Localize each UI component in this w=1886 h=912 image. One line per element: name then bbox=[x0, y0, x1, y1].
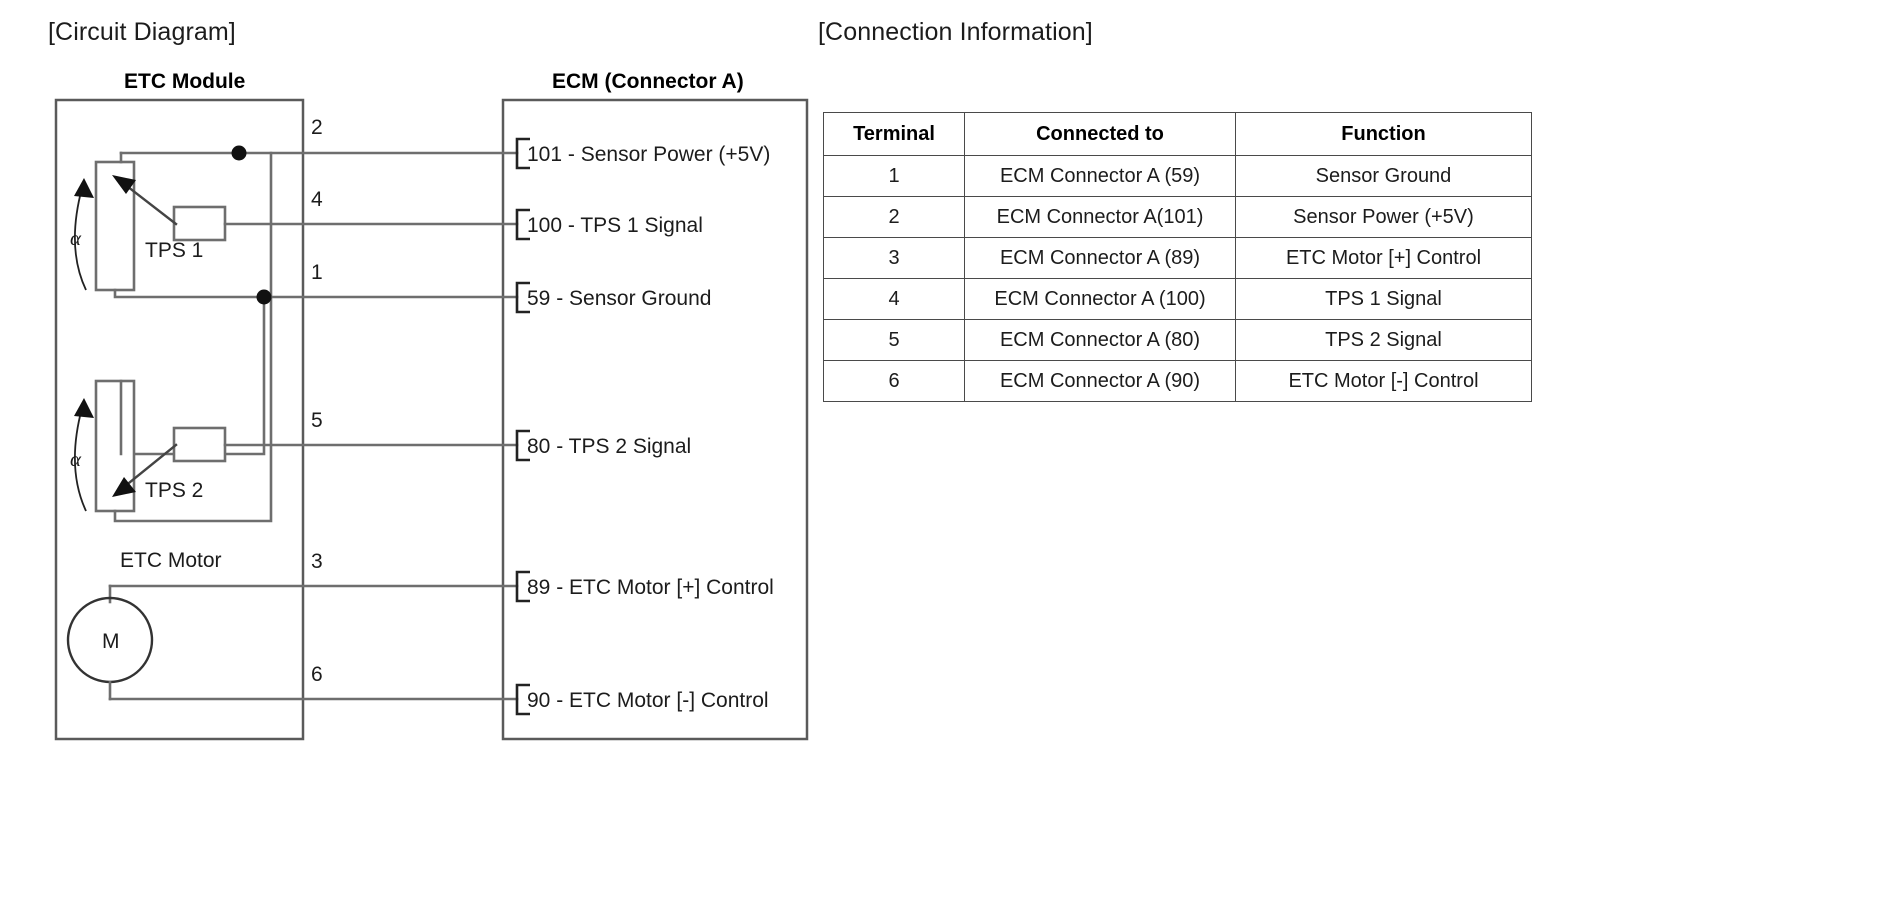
wire-tps1-bar-bottom-lead bbox=[113, 288, 266, 299]
ecm-pin-label-101: 101 - Sensor Power (+5V) bbox=[527, 143, 770, 166]
terminal-bracket-90 bbox=[515, 683, 530, 716]
cell-connected-to: ECM Connector A(101) bbox=[964, 196, 1236, 238]
tps1-wiper-box bbox=[172, 205, 227, 242]
ecm-connector-enclosure bbox=[501, 98, 809, 741]
cell-function: TPS 2 Signal bbox=[1235, 319, 1532, 361]
wire-terminal-number-2: 2 bbox=[311, 116, 323, 139]
cell-terminal: 4 bbox=[823, 278, 965, 320]
terminal-bracket-59 bbox=[515, 281, 530, 314]
wire-terminal-number-4: 4 bbox=[311, 188, 323, 211]
tps1-label: TPS 1 bbox=[145, 239, 203, 262]
junction-dot-sensor-ground bbox=[256, 289, 272, 305]
wire-terminal-number-5: 5 bbox=[311, 409, 323, 432]
table-row: 6 ECM Connector A (90) ETC Motor [-] Con… bbox=[823, 360, 1532, 402]
table-row: 4 ECM Connector A (100) TPS 1 Signal bbox=[823, 278, 1532, 320]
etc-module-enclosure bbox=[54, 98, 305, 741]
cell-terminal: 2 bbox=[823, 196, 965, 238]
wire-terminal-number-1: 1 bbox=[311, 261, 323, 284]
cell-terminal: 1 bbox=[823, 155, 965, 197]
tps2-wiper-box bbox=[172, 426, 227, 463]
table-row: 3 ECM Connector A (89) ETC Motor [+] Con… bbox=[823, 237, 1532, 279]
tps1-angle-symbol: α bbox=[70, 226, 82, 250]
ecm-pin-label-80: 80 - TPS 2 Signal bbox=[527, 435, 691, 458]
tps2-wiper-arm bbox=[122, 443, 178, 489]
cell-function: ETC Motor [+] Control bbox=[1235, 237, 1532, 279]
cell-terminal: 3 bbox=[823, 237, 965, 279]
wire-tps2-bar-bottom-lead bbox=[113, 151, 273, 523]
cell-connected-to: ECM Connector A (59) bbox=[964, 155, 1236, 197]
cell-connected-to: ECM Connector A (100) bbox=[964, 278, 1236, 320]
cell-function: Sensor Power (+5V) bbox=[1235, 196, 1532, 238]
tps2-wiper-arrowhead bbox=[112, 477, 136, 497]
wire-tps2-ground-drop bbox=[119, 295, 266, 456]
connection-information-table: Terminal Connected to Function 1 ECM Con… bbox=[823, 112, 1532, 402]
cell-connected-to: ECM Connector A (90) bbox=[964, 360, 1236, 402]
wire-terminal-number-6: 6 bbox=[311, 663, 323, 686]
tps2-rotation-arc bbox=[73, 407, 87, 512]
cell-function: Sensor Ground bbox=[1235, 155, 1532, 197]
cell-connected-to: ECM Connector A (80) bbox=[964, 319, 1236, 361]
table-row: 1 ECM Connector A (59) Sensor Ground bbox=[823, 155, 1532, 197]
cell-function: ETC Motor [-] Control bbox=[1235, 360, 1532, 402]
cell-function: TPS 1 Signal bbox=[1235, 278, 1532, 320]
tps1-wiper-arrowhead bbox=[112, 175, 136, 194]
ecm-pin-label-89: 89 - ETC Motor [+] Control bbox=[527, 576, 774, 599]
column-header-connected-to: Connected to bbox=[964, 112, 1236, 156]
tps2-angle-symbol: α bbox=[70, 447, 82, 471]
cell-terminal: 5 bbox=[823, 319, 965, 361]
etc-module-title: ETC Module bbox=[124, 70, 246, 93]
terminal-bracket-101 bbox=[515, 137, 530, 170]
column-header-function: Function bbox=[1235, 112, 1532, 156]
tps1-wiper-arm bbox=[121, 181, 178, 226]
cell-connected-to: ECM Connector A (89) bbox=[964, 237, 1236, 279]
ecm-pin-label-100: 100 - TPS 1 Signal bbox=[527, 214, 703, 237]
tps1-rotation-arrowhead bbox=[74, 178, 94, 198]
etc-motor-label: ETC Motor bbox=[120, 549, 222, 572]
terminal-bracket-80 bbox=[515, 429, 530, 462]
ecm-connector-title: ECM (Connector A) bbox=[552, 70, 744, 93]
ecm-pin-label-90: 90 - ETC Motor [-] Control bbox=[527, 689, 769, 712]
circuit-diagram-heading: [Circuit Diagram] bbox=[48, 18, 236, 46]
motor-symbol: M bbox=[102, 630, 120, 653]
tps2-rotation-arrowhead bbox=[74, 398, 94, 418]
cell-terminal: 6 bbox=[823, 360, 965, 402]
table-body: 1 ECM Connector A (59) Sensor Ground 2 E… bbox=[823, 155, 1532, 402]
junction-dot-sensor-power bbox=[231, 145, 247, 161]
table-row: 5 ECM Connector A (80) TPS 2 Signal bbox=[823, 319, 1532, 361]
column-header-terminal: Terminal bbox=[823, 112, 965, 156]
table-header-row: Terminal Connected to Function bbox=[823, 112, 1532, 156]
tps1-rotation-arc bbox=[73, 187, 87, 291]
terminal-bracket-89 bbox=[515, 570, 530, 603]
table-row: 2 ECM Connector A(101) Sensor Power (+5V… bbox=[823, 196, 1532, 238]
connection-information-heading: [Connection Information] bbox=[818, 18, 1093, 46]
tps2-label: TPS 2 bbox=[145, 479, 203, 502]
ecm-pin-label-59: 59 - Sensor Ground bbox=[527, 287, 711, 310]
terminal-bracket-100 bbox=[515, 208, 530, 241]
wire-terminal-number-3: 3 bbox=[311, 550, 323, 573]
